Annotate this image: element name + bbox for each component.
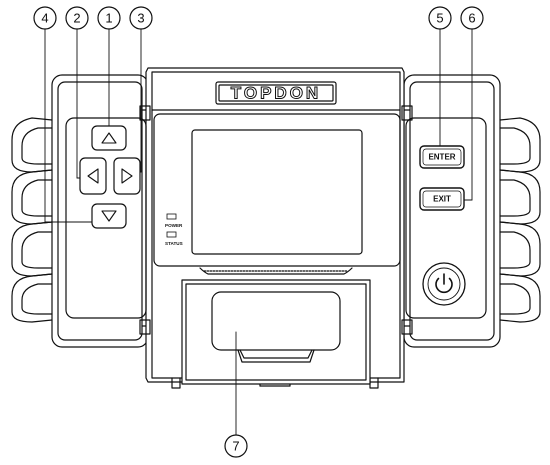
brand-plate — [215, 81, 337, 105]
brand-logo-text: TOPDON — [231, 84, 321, 103]
power-button[interactable] — [422, 262, 466, 306]
enter-button-label: ENTER — [428, 153, 455, 162]
callout-number-7: 7 — [232, 439, 239, 454]
callout-number-6: 6 — [468, 11, 475, 26]
power-led: POWER — [165, 213, 183, 228]
left-grip — [11, 74, 149, 348]
left-button[interactable] — [79, 157, 107, 195]
callout-number-4: 4 — [41, 11, 48, 26]
exit-button[interactable]: EXIT — [419, 187, 465, 211]
power-led-label: POWER — [165, 223, 183, 228]
callout-number-5: 5 — [436, 11, 443, 26]
triangle-up-icon — [101, 132, 117, 144]
screen-frame — [153, 113, 401, 267]
callout-number-3: 3 — [137, 11, 144, 26]
triangle-down-icon — [101, 210, 117, 222]
callout-number-1: 1 — [105, 11, 112, 26]
printer-section — [181, 267, 371, 385]
up-button[interactable] — [91, 125, 127, 151]
right-button[interactable] — [113, 157, 141, 195]
enter-button[interactable]: ENTER — [419, 145, 465, 169]
leader-lines — [44, 28, 473, 436]
status-led-label: STATUS — [165, 241, 183, 246]
power-icon — [435, 273, 453, 294]
right-button-panel — [405, 117, 487, 319]
right-grip — [403, 74, 541, 348]
exit-button-label: EXIT — [433, 195, 451, 204]
callout-number-2: 2 — [73, 11, 80, 26]
status-led: STATUS — [165, 231, 183, 246]
triangle-right-icon — [121, 168, 133, 184]
left-button-panel — [65, 117, 147, 319]
triangle-left-icon — [87, 168, 99, 184]
down-button[interactable] — [91, 203, 127, 229]
